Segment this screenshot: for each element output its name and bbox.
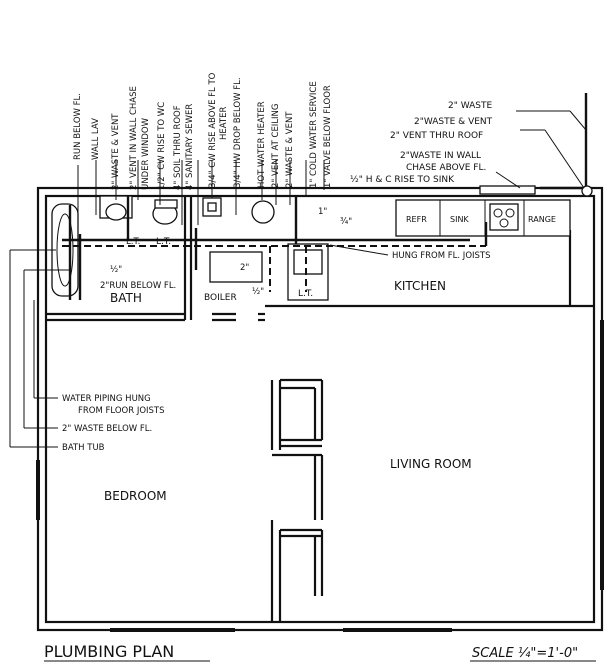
label-water-piping-2: FROM FLOOR JOISTS bbox=[78, 406, 165, 416]
label-cold-service: 1" COLD WATER SERVICE bbox=[309, 81, 319, 188]
label-run-below: RUN BELOW FL. bbox=[73, 93, 83, 160]
interior-walls bbox=[46, 196, 594, 622]
label-waste-vent-right: 2"WASTE & VENT bbox=[414, 117, 493, 127]
label-lt-kitchen: L.T. bbox=[156, 237, 171, 247]
label-under-window: UNDER WINDOW bbox=[141, 117, 151, 190]
room-bedroom: BEDROOM bbox=[104, 489, 167, 503]
label-2-waste: 2" WASTE bbox=[448, 101, 493, 111]
pipes bbox=[62, 93, 593, 300]
label-vent-chase: 2" VENT IN WALL CHASE bbox=[129, 86, 139, 190]
label-waste-vent: 2" WASTE & VENT bbox=[111, 113, 121, 190]
label-size-half: ½" bbox=[110, 265, 122, 275]
kitchen-counter bbox=[395, 185, 571, 237]
label-range: RANGE bbox=[528, 215, 556, 224]
label-waste-vent-2: 2" WASTE & VENT bbox=[285, 111, 295, 188]
label-heater: HEATER bbox=[219, 107, 229, 140]
label-water-piping-1: WATER PIPING HUNG bbox=[62, 394, 151, 404]
label-size-threeq: ¾" bbox=[340, 217, 352, 227]
label-vent-thru-roof: 2" VENT THRU ROOF bbox=[390, 131, 483, 141]
outer-walls bbox=[36, 186, 604, 632]
label-waste-wall: 2"WASTE IN WALL bbox=[400, 151, 481, 161]
label-size-one: 1" bbox=[318, 207, 327, 217]
label-run-below-fl: 2"RUN BELOW FL. bbox=[100, 281, 176, 291]
label-wall-lav: WALL LAV bbox=[91, 118, 101, 160]
label-refr: REFR bbox=[406, 215, 427, 224]
room-boiler: BOILER bbox=[204, 293, 237, 303]
room-living: LIVING ROOM bbox=[390, 457, 472, 471]
label-size-half-2: ½" bbox=[252, 287, 264, 297]
label-lt-boiler: L.T. bbox=[298, 289, 313, 299]
plan-title: PLUMBING PLAN bbox=[44, 642, 174, 661]
label-hot-water-heater: HOT WATER HEATER bbox=[257, 101, 267, 188]
label-cw-rise-heater: 3/4" CW RISE ABOVE FL TO bbox=[208, 72, 218, 188]
label-bath-tub: BATH TUB bbox=[62, 443, 105, 453]
label-valve-below: 1" VALVE BELOW FLOOR bbox=[323, 85, 333, 188]
label-chase-above: CHASE ABOVE FL. bbox=[406, 163, 486, 173]
label-hc-rise: ½" H & C RISE TO SINK bbox=[350, 175, 455, 185]
label-cw-rise-wc: 1/2" CW RISE TO WC bbox=[157, 102, 167, 190]
label-sink: SINK bbox=[450, 215, 469, 224]
label-size-2: 2" bbox=[240, 263, 249, 273]
label-soil-roof: 4" SOIL THRU ROOF bbox=[173, 105, 183, 190]
label-sanitary-sewer: 4" SANITARY SEWER bbox=[185, 104, 195, 190]
room-bath: BATH bbox=[110, 291, 142, 305]
leader-lines bbox=[77, 110, 587, 256]
left-notes-leaders bbox=[9, 249, 70, 448]
plan-scale: SCALE ¼"=1'-0" bbox=[472, 646, 578, 661]
label-waste-below: 2" WASTE BELOW FL. bbox=[62, 424, 152, 434]
label-hw-drop: 3/4" HW DROP BELOW FL. bbox=[233, 77, 243, 188]
room-kitchen: KITCHEN bbox=[394, 279, 446, 293]
label-lt-small: L.T. bbox=[126, 237, 140, 247]
label-vent-ceiling: 2" VENT AT CEILING bbox=[271, 103, 281, 188]
label-hung-joists: HUNG FROM FL. JOISTS bbox=[392, 251, 491, 261]
